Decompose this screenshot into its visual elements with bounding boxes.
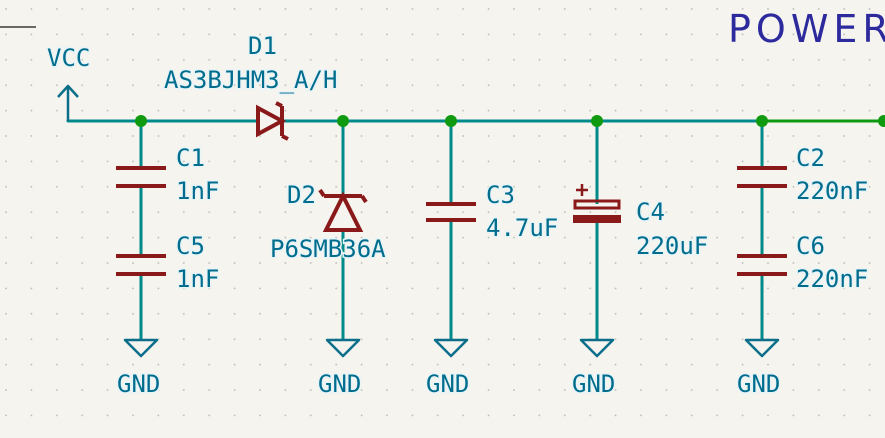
gnd-label-1: GND bbox=[117, 370, 160, 398]
vcc-symbol[interactable]: VCC bbox=[46, 43, 92, 121]
gnd-symbol-1[interactable]: GND bbox=[116, 338, 162, 400]
junction-dot bbox=[445, 115, 457, 127]
junction-dot bbox=[591, 115, 603, 127]
c2-ref: C2 bbox=[796, 144, 825, 172]
vcc-label: VCC bbox=[47, 44, 90, 72]
cap-c3[interactable]: C3 4.7uF bbox=[426, 121, 560, 340]
c6-value: 220nF bbox=[796, 265, 868, 293]
c6-ref: C6 bbox=[796, 232, 825, 260]
gnd-label-2: GND bbox=[318, 370, 361, 398]
c3-ref: C3 bbox=[486, 181, 515, 209]
d2-value: P6SMB36A bbox=[270, 235, 386, 263]
c3-value: 4.7uF bbox=[486, 214, 558, 242]
cap-c6[interactable]: C6 220nF bbox=[737, 231, 870, 340]
c4-ref: C4 bbox=[636, 198, 665, 226]
gnd-symbol-3[interactable]: GND bbox=[425, 338, 471, 400]
cap-c4[interactable]: C4 220uF bbox=[573, 121, 710, 340]
junction-dot bbox=[756, 115, 768, 127]
diode-d2[interactable]: D2 P6SMB36A bbox=[269, 121, 388, 340]
gnd-symbol-4[interactable]: GND bbox=[571, 338, 617, 400]
c4-value: 220uF bbox=[636, 232, 708, 260]
cap-c2[interactable]: C2 220nF bbox=[737, 121, 870, 256]
gnd-symbol-5[interactable]: GND bbox=[736, 338, 782, 400]
gnd-symbol-2[interactable]: GND bbox=[317, 338, 363, 400]
junction-dot bbox=[135, 115, 147, 127]
d2-ref: D2 bbox=[287, 181, 316, 209]
junction-dot bbox=[337, 115, 349, 127]
cap-c1[interactable]: C1 1nF bbox=[116, 121, 221, 256]
c5-value: 1nF bbox=[176, 265, 219, 293]
diode-d1[interactable]: D1 AS3BJHM3_A/H bbox=[163, 31, 339, 141]
c5-ref: C5 bbox=[176, 232, 205, 260]
d1-ref: D1 bbox=[248, 32, 277, 60]
c2-value: 220nF bbox=[796, 177, 868, 205]
gnd-label-5: GND bbox=[737, 370, 780, 398]
c1-value: 1nF bbox=[176, 177, 219, 205]
junction-dot bbox=[878, 115, 885, 127]
sheet-title: POWER bbox=[728, 7, 885, 51]
cap-c5[interactable]: C5 1nF bbox=[116, 231, 221, 340]
gnd-label-3: GND bbox=[426, 370, 469, 398]
gnd-label-4: GND bbox=[572, 370, 615, 398]
c1-ref: C1 bbox=[176, 144, 205, 172]
d1-value: AS3BJHM3_A/H bbox=[164, 66, 337, 94]
